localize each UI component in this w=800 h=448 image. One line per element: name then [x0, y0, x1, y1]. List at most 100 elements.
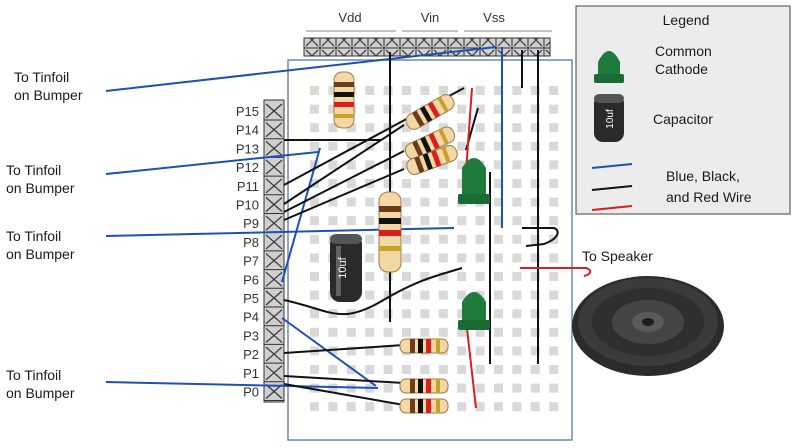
socket [383, 365, 393, 374]
socket [494, 216, 503, 226]
red-wires [465, 87, 592, 409]
socket [512, 365, 522, 374]
socket [512, 123, 522, 133]
socket [549, 290, 559, 300]
speaker-label: To Speaker [582, 248, 653, 264]
socket [383, 160, 393, 170]
socket [328, 86, 338, 95]
socket [420, 365, 430, 374]
socket [530, 179, 540, 188]
socket [328, 402, 338, 412]
socket [494, 160, 503, 170]
resistor-top-vertical [333, 71, 355, 129]
legend-common-line1: Common [655, 43, 712, 59]
socket [457, 216, 467, 226]
pin-label-p4: P4 [243, 310, 259, 325]
socket [549, 365, 559, 374]
capacitor-icon: 10uf [594, 94, 624, 142]
tinfoil-label-1-line1: To Tinfoil [14, 69, 69, 85]
socket [310, 123, 319, 133]
socket [457, 253, 467, 263]
pin-label-p11: P11 [237, 179, 259, 194]
socket [365, 234, 375, 244]
socket [383, 327, 393, 337]
pin-label-p15: P15 [236, 104, 259, 119]
io-pin [264, 327, 284, 345]
socket [310, 253, 319, 263]
tinfoil-label-2-line1: To Tinfoil [6, 162, 61, 178]
socket [457, 327, 467, 337]
socket [383, 104, 393, 114]
socket [475, 123, 485, 133]
resistor-diagonal-3 [406, 145, 458, 175]
socket [346, 179, 356, 188]
socket [512, 86, 522, 95]
io-pin [264, 290, 284, 308]
socket [475, 141, 485, 151]
socket [530, 346, 540, 356]
socket [402, 272, 411, 281]
socket [346, 123, 356, 133]
socket [530, 234, 540, 244]
socket [310, 402, 319, 412]
socket [549, 141, 559, 151]
vdd-label: Vdd [338, 10, 361, 25]
socket [457, 179, 467, 188]
socket [530, 123, 540, 133]
socket [512, 327, 522, 337]
socket [383, 141, 393, 151]
socket [530, 272, 540, 281]
capacitor-text: 10uf [337, 256, 349, 278]
io-pin [264, 253, 284, 271]
socket [512, 346, 522, 356]
pin-label-p10: P10 [236, 198, 259, 213]
socket [549, 309, 559, 319]
pin-label-p0: P0 [243, 385, 259, 400]
socket [494, 272, 503, 281]
socket [402, 179, 411, 188]
capacitor-on-board: 10uf [330, 234, 362, 302]
socket [494, 123, 503, 133]
socket [475, 327, 485, 337]
socket [346, 160, 356, 170]
resistor-bottom-2 [399, 378, 449, 394]
socket [365, 346, 375, 356]
socket [530, 309, 540, 319]
socket [310, 383, 319, 393]
socket [549, 402, 559, 412]
socket [494, 86, 503, 95]
socket [512, 104, 522, 114]
socket [383, 290, 393, 300]
socket [512, 309, 522, 319]
pin-label-p7: P7 [243, 254, 259, 269]
socket [402, 253, 411, 263]
led-bottom [458, 292, 490, 330]
black-wires [283, 50, 559, 406]
socket [346, 216, 356, 226]
pin-label-p3: P3 [243, 328, 259, 343]
vss-label: Vss [483, 10, 505, 25]
socket [475, 346, 485, 356]
socket [383, 272, 393, 281]
socket [457, 86, 467, 95]
socket [457, 104, 467, 114]
socket [512, 272, 522, 281]
socket [530, 141, 540, 151]
socket [494, 383, 503, 393]
socket [365, 365, 375, 374]
socket [420, 197, 430, 207]
socket [346, 141, 356, 151]
socket [365, 86, 375, 95]
socket [494, 402, 503, 412]
socket [402, 104, 411, 114]
socket [530, 86, 540, 95]
socket [310, 197, 319, 207]
resistor-diagonal-2 [404, 126, 456, 160]
socket [365, 216, 375, 226]
io-pin [264, 365, 284, 383]
pin-label-p9: P9 [243, 216, 259, 231]
socket [420, 327, 430, 337]
socket [402, 197, 411, 207]
socket [549, 179, 559, 188]
